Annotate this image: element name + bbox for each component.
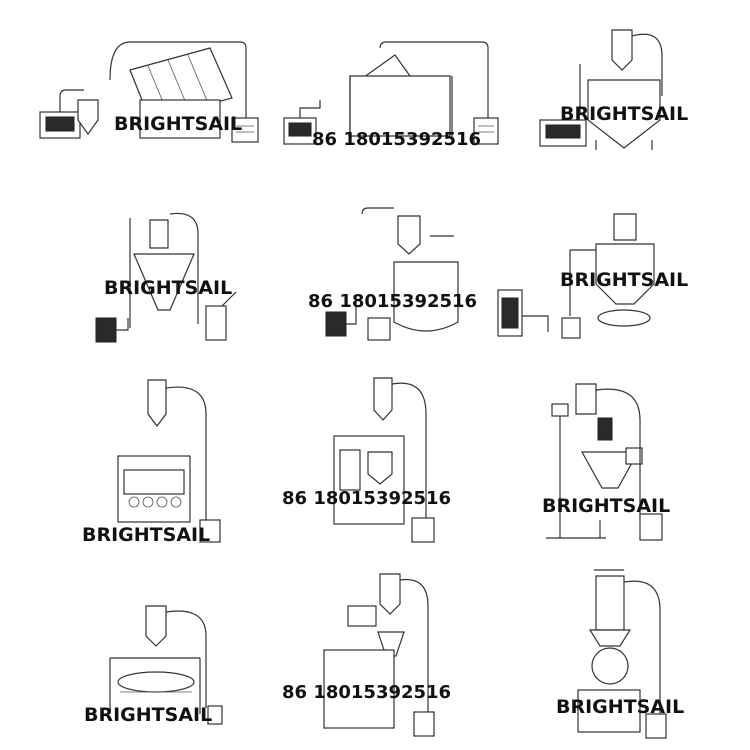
silo-body bbox=[595, 243, 655, 305]
vacuum-pump-unit bbox=[325, 311, 347, 337]
vacuum-feeder bbox=[397, 215, 421, 255]
granulator-frame bbox=[323, 649, 395, 729]
vacuum-feeder bbox=[611, 29, 633, 71]
material-container bbox=[411, 517, 435, 543]
panel-conical-vessel: BRIGHTSAIL bbox=[539, 29, 688, 150]
phone-watermark: 86 18015392516 bbox=[312, 129, 481, 150]
screen-body bbox=[117, 671, 195, 693]
brand-watermark: BRIGHTSAIL bbox=[560, 269, 688, 291]
material-container bbox=[205, 305, 227, 341]
granulator-hopper bbox=[347, 605, 377, 627]
phone-watermark: 86 18015392516 bbox=[282, 682, 451, 703]
brand-watermark: BRIGHTSAIL bbox=[114, 113, 242, 135]
panel-capsule-filler: 86 18015392516 bbox=[282, 377, 451, 543]
panel-pulverizer: BRIGHTSAIL bbox=[556, 569, 684, 739]
material-container bbox=[207, 705, 223, 725]
vessel-body bbox=[587, 79, 661, 149]
phone-watermark: 86 18015392516 bbox=[282, 488, 451, 509]
panel-granulator: 86 18015392516 bbox=[282, 573, 451, 737]
vacuum-feeder bbox=[373, 377, 393, 421]
material-container bbox=[231, 117, 259, 143]
brand-watermark: BRIGHTSAIL bbox=[104, 277, 232, 299]
vacuum-feeder bbox=[595, 575, 625, 631]
material-container bbox=[367, 317, 391, 341]
vacuum-feeder bbox=[145, 605, 167, 647]
phone-watermark: 86 18015392516 bbox=[308, 291, 477, 312]
mill-chamber bbox=[591, 647, 629, 685]
brand-watermark: BRIGHTSAIL bbox=[556, 696, 684, 718]
drive-motor bbox=[597, 417, 613, 441]
cone-hopper bbox=[133, 253, 195, 311]
brand-watermark: BRIGHTSAIL bbox=[82, 524, 210, 546]
vacuum-feeder bbox=[613, 213, 637, 241]
material-container bbox=[473, 117, 499, 145]
vibrating-sifter bbox=[597, 309, 651, 327]
material-container bbox=[561, 317, 581, 339]
vacuum-feeder bbox=[147, 379, 167, 427]
auger-hopper bbox=[580, 451, 640, 489]
panel-silo-sifter: BRIGHTSAIL bbox=[497, 213, 688, 339]
panel-vibrating-screen: BRIGHTSAIL bbox=[84, 605, 223, 726]
brand-watermark: BRIGHTSAIL bbox=[84, 704, 212, 726]
material-container bbox=[645, 713, 667, 739]
mill-base bbox=[577, 689, 641, 733]
vacuum-feeder bbox=[575, 383, 597, 415]
material-container bbox=[199, 519, 221, 543]
panel-v-mixer: 86 18015392516 bbox=[283, 41, 499, 150]
mixer-stand bbox=[139, 99, 221, 139]
brand-watermark: BRIGHTSAIL bbox=[542, 495, 670, 517]
panel-tablet-press: BRIGHTSAIL bbox=[82, 379, 221, 546]
material-container bbox=[639, 513, 663, 541]
feeder-hopper bbox=[77, 99, 99, 136]
vacuum-feeder bbox=[379, 573, 401, 615]
brand-watermark: BRIGHTSAIL bbox=[560, 103, 688, 125]
reactor-vessel bbox=[393, 261, 459, 332]
panel-cone-mixer: BRIGHTSAIL bbox=[95, 212, 237, 343]
vacuum-pump-unit bbox=[95, 317, 117, 343]
feeder-column bbox=[149, 219, 169, 249]
material-container bbox=[413, 711, 435, 737]
panel-reactor-tank: 86 18015392516 bbox=[308, 207, 477, 341]
panel-auger-filler: BRIGHTSAIL bbox=[542, 383, 670, 541]
panel-rotary-mixer: BRIGHTSAIL bbox=[39, 41, 259, 143]
